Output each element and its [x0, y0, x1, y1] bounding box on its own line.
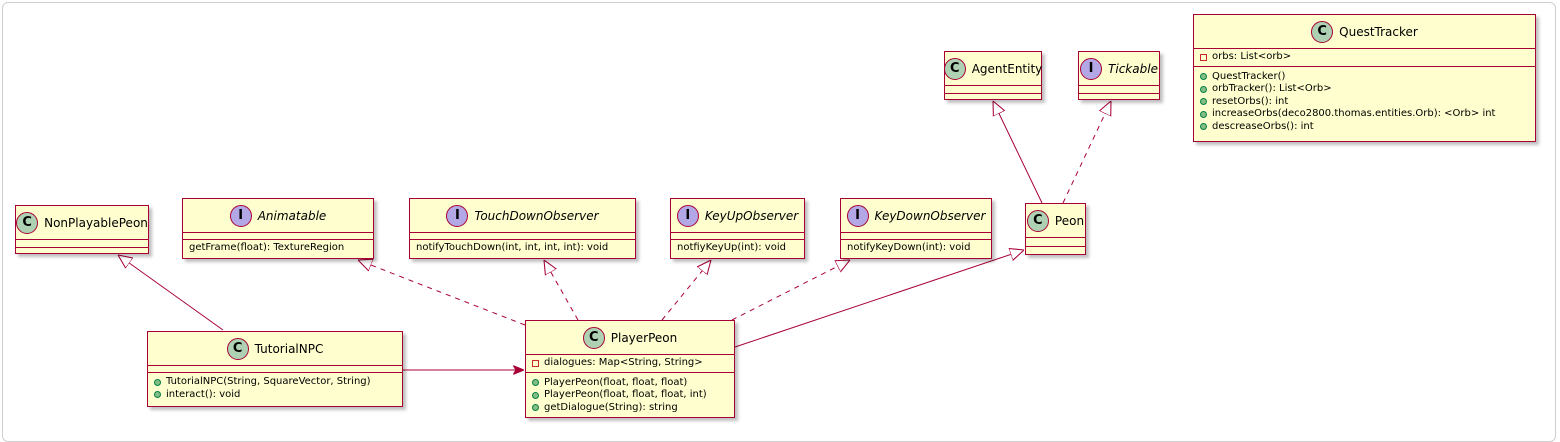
- edge-peon-implements-tickable: [1062, 101, 1111, 204]
- edge-playerpeon-extends-peon: [734, 250, 1024, 348]
- class-name: PlayerPeon: [610, 330, 678, 345]
- methods-section: [1079, 94, 1159, 101]
- fields-section: [148, 366, 402, 373]
- class-nonplayablepeon[interactable]: C NonPlayablePeon: [15, 205, 149, 254]
- interface-name: KeyUpObserver: [704, 208, 799, 223]
- public-visibility-icon: [1200, 85, 1207, 93]
- interface-animatable[interactable]: I Animatable getFrame(float): TextureReg…: [182, 198, 374, 259]
- class-questtracker[interactable]: C QuestTracker orbs: List<orb> QuestTrac…: [1193, 14, 1536, 142]
- fields-section: [183, 233, 373, 240]
- methods-section: PlayerPeon(float, float, float) PlayerPe…: [526, 373, 734, 417]
- method-row: orbTracker(): List<Orb>: [1200, 83, 1529, 96]
- method-row: getFrame(float): TextureRegion: [189, 242, 345, 253]
- public-visibility-icon: [1200, 110, 1207, 118]
- edge-peon-extends-agententity: [993, 101, 1043, 204]
- private-visibility-icon: [1200, 53, 1207, 61]
- fields-section: [410, 233, 635, 240]
- interface-stereotype-icon: I: [1080, 57, 1103, 80]
- private-visibility-icon: [532, 359, 539, 367]
- methods-section: TutorialNPC(String, SquareVector, String…: [148, 373, 402, 404]
- interface-tickable[interactable]: I Tickable: [1078, 51, 1160, 100]
- public-visibility-icon: [1200, 123, 1207, 131]
- method-row: QuestTracker(): [1200, 71, 1529, 84]
- fields-section: [1079, 86, 1159, 94]
- methods-section: notfiyKeyUp(int): void: [671, 240, 804, 257]
- public-visibility-icon: [532, 379, 539, 387]
- edge-playerpeon-implements-keyupobserver: [661, 260, 711, 321]
- field-row: orbs: List<orb>: [1200, 51, 1529, 64]
- public-visibility-icon: [1200, 73, 1207, 81]
- class-agententity[interactable]: C AgentEntity: [943, 51, 1043, 101]
- fields-section: dialogues: Map<String, String>: [526, 355, 734, 373]
- methods-section: notifyKeyDown(int): void: [841, 240, 991, 257]
- method-row: PlayerPeon(float, float, float): [532, 377, 728, 390]
- class-stereotype-icon: C: [1026, 209, 1049, 232]
- fields-section: [1026, 238, 1085, 247]
- method-row: TutorialNPC(String, SquareVector, String…: [154, 376, 396, 389]
- class-tutorialnpc[interactable]: C TutorialNPC TutorialNPC(String, Square…: [147, 331, 403, 407]
- class-peon[interactable]: C Peon: [1025, 203, 1086, 255]
- fields-section: orbs: List<orb>: [1194, 49, 1535, 67]
- class-stereotype-icon: C: [226, 337, 249, 360]
- class-name: QuestTracker: [1339, 24, 1418, 39]
- fields-section: [16, 240, 148, 248]
- public-visibility-icon: [1200, 98, 1207, 106]
- interface-keyupobserver[interactable]: I KeyUpObserver notfiyKeyUp(int): void: [670, 198, 805, 259]
- interface-stereotype-icon: I: [446, 204, 469, 227]
- method-row: notifyTouchDown(int, int, int, int): voi…: [416, 242, 609, 253]
- class-stereotype-icon: C: [16, 211, 39, 234]
- edge-playerpeon-implements-touchdownobserver: [544, 260, 579, 321]
- edge-playerpeon-implements-keydownobserver: [731, 260, 850, 321]
- class-playerpeon[interactable]: C PlayerPeon dialogues: Map<String, Stri…: [525, 320, 735, 418]
- interface-name: TouchDownObserver: [474, 208, 599, 223]
- method-row: notfiyKeyUp(int): void: [677, 242, 786, 253]
- method-row: increaseOrbs(deco2800.thomas.entities.Or…: [1200, 108, 1529, 121]
- method-row: notifyKeyDown(int): void: [847, 242, 971, 253]
- interface-stereotype-icon: I: [229, 204, 252, 227]
- class-name: NonPlayablePeon: [44, 215, 148, 230]
- public-visibility-icon: [532, 404, 539, 412]
- class-stereotype-icon: C: [582, 326, 605, 349]
- edge-tutorialnpc-extends-nonplayablepeon: [118, 255, 224, 331]
- method-row: descreaseOrbs(): int: [1200, 121, 1529, 134]
- interface-keydownobserver[interactable]: I KeyDownObserver notifyKeyDown(int): vo…: [840, 198, 992, 259]
- interface-name: Tickable: [1108, 61, 1158, 76]
- methods-section: notifyTouchDown(int, int, int, int): voi…: [410, 240, 635, 257]
- methods-section: QuestTracker() orbTracker(): List<Orb> r…: [1194, 67, 1535, 136]
- interface-stereotype-icon: I: [846, 204, 869, 227]
- method-row: getDialogue(String): string: [532, 402, 728, 415]
- methods-section: [1026, 247, 1085, 255]
- field-row: dialogues: Map<String, String>: [532, 357, 728, 370]
- interface-name: KeyDownObserver: [874, 208, 986, 223]
- class-stereotype-icon: C: [943, 57, 966, 80]
- class-stereotype-icon: C: [1311, 20, 1334, 43]
- methods-section: [16, 248, 148, 255]
- interface-touchdownobserver[interactable]: I TouchDownObserver notifyTouchDown(int,…: [409, 198, 636, 259]
- methods-section: getFrame(float): TextureRegion: [183, 240, 373, 257]
- method-row: PlayerPeon(float, float, float, int): [532, 389, 728, 402]
- edge-playerpeon-implements-animatable: [358, 260, 526, 326]
- interface-stereotype-icon: I: [676, 204, 699, 227]
- methods-section: [945, 94, 1041, 101]
- fields-section: [945, 86, 1041, 94]
- class-name: Peon: [1054, 213, 1085, 228]
- method-row: interact(): void: [154, 389, 396, 402]
- fields-section: [671, 233, 804, 240]
- class-name: AgentEntity: [971, 61, 1043, 76]
- class-name: TutorialNPC: [254, 341, 324, 356]
- public-visibility-icon: [154, 391, 161, 399]
- public-visibility-icon: [154, 378, 161, 386]
- public-visibility-icon: [532, 391, 539, 399]
- fields-section: [841, 233, 991, 240]
- interface-name: Animatable: [257, 208, 327, 223]
- method-row: resetOrbs(): int: [1200, 96, 1529, 109]
